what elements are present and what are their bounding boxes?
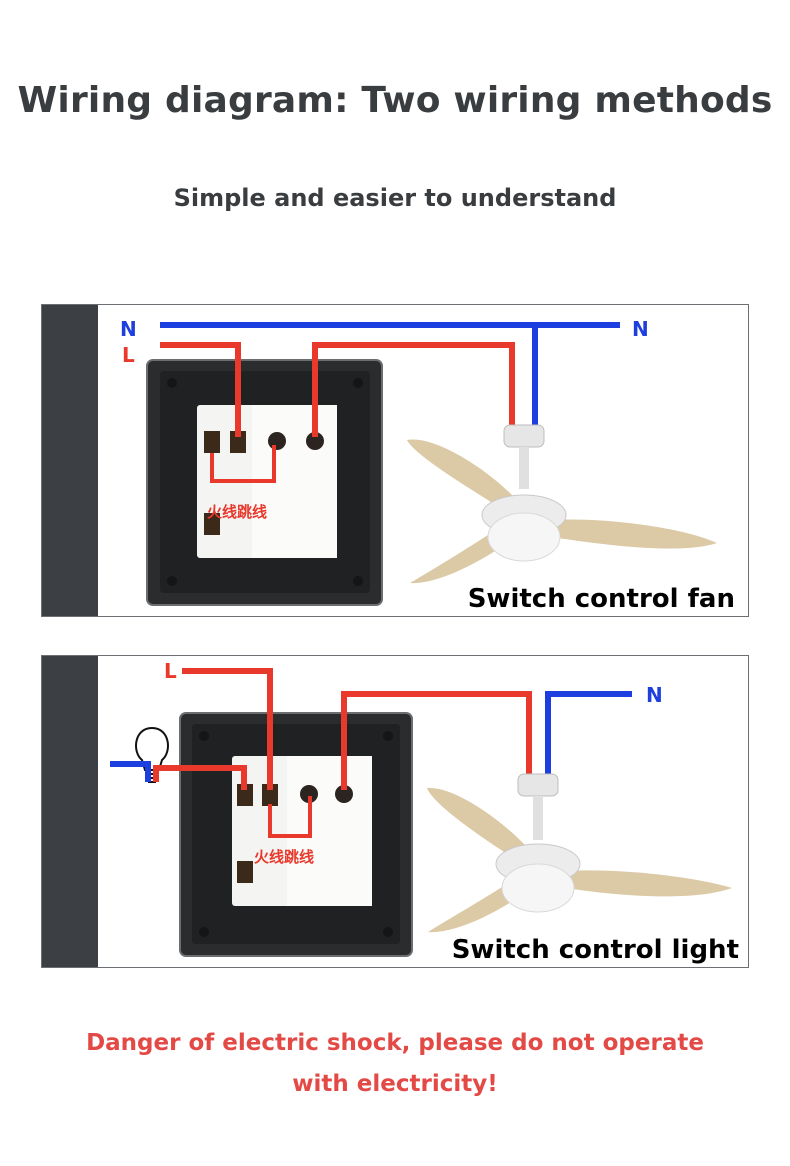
diagram-caption: Switch control fan	[468, 584, 735, 614]
warning-line-1: Danger of electric shock, please do not …	[86, 1030, 704, 1056]
label-n-left: N	[120, 317, 137, 341]
label-n-right: N	[632, 317, 649, 341]
terminal-screw	[268, 432, 286, 450]
terminal-l	[262, 784, 278, 806]
page-title: Wiring diagram: Two wiring methods	[17, 80, 773, 121]
live-wire	[160, 342, 241, 437]
page-subtitle: Simple and easier to understand	[173, 184, 617, 212]
terminal-l2	[237, 861, 253, 883]
diagram-light-panel: 火线跳线 L N Switch control light	[41, 655, 749, 968]
diagram-fan-panel: 火线跳线 N L N Switch control fan	[41, 304, 749, 617]
jumper-wire	[210, 445, 276, 483]
terminal-load	[306, 432, 324, 450]
ceiling-fan-icon	[427, 773, 732, 933]
panel-sidebar	[42, 656, 98, 967]
jumper-label: 火线跳线	[207, 503, 267, 521]
bulb-live-wire	[153, 765, 247, 790]
terminal-screw	[300, 785, 318, 803]
light-bulb-icon	[135, 726, 169, 783]
load-wire	[341, 691, 532, 790]
label-n: N	[646, 683, 663, 707]
terminal-l	[230, 431, 246, 453]
label-l: L	[164, 659, 177, 683]
diagram-caption: Switch control light	[452, 935, 739, 965]
live-wire	[182, 668, 273, 790]
fan-wiring-svg: 火线跳线 N L N Switch control fan	[120, 317, 735, 614]
panel-sidebar	[42, 305, 98, 616]
terminal-l1	[204, 431, 220, 453]
bulb-neutral-wire	[110, 761, 151, 782]
jumper-label: 火线跳线	[254, 848, 314, 866]
neutral-wire	[545, 691, 632, 776]
ceiling-fan-icon	[407, 424, 717, 584]
label-l: L	[122, 343, 135, 367]
load-wire	[312, 342, 515, 437]
jumper-wire	[268, 796, 312, 838]
warning-line-2: with electricity!	[292, 1071, 498, 1097]
light-wiring-svg: 火线跳线 L N Switch control light	[110, 659, 739, 965]
terminal-l2	[204, 513, 220, 535]
terminal-load	[335, 785, 353, 803]
